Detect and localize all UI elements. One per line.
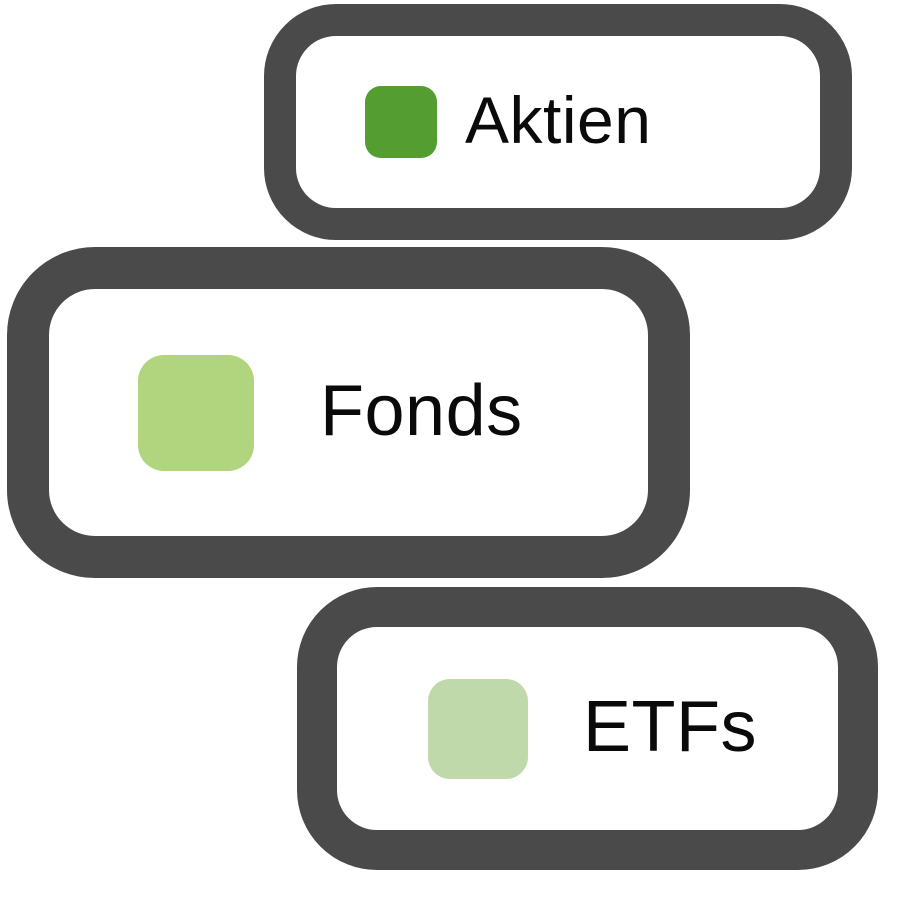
aktien-color-swatch-icon bbox=[365, 86, 437, 158]
legend-item-etfs[interactable]: ETFs bbox=[297, 587, 878, 870]
fonds-color-swatch-icon bbox=[138, 354, 254, 471]
etfs-label: ETFs bbox=[583, 686, 757, 767]
legend-item-aktien[interactable]: Aktien bbox=[264, 4, 852, 240]
aktien-label: Aktien bbox=[465, 83, 652, 157]
fonds-label: Fonds bbox=[320, 370, 523, 451]
legend-item-fonds[interactable]: Fonds bbox=[7, 247, 690, 578]
etfs-color-swatch-icon bbox=[428, 678, 528, 779]
